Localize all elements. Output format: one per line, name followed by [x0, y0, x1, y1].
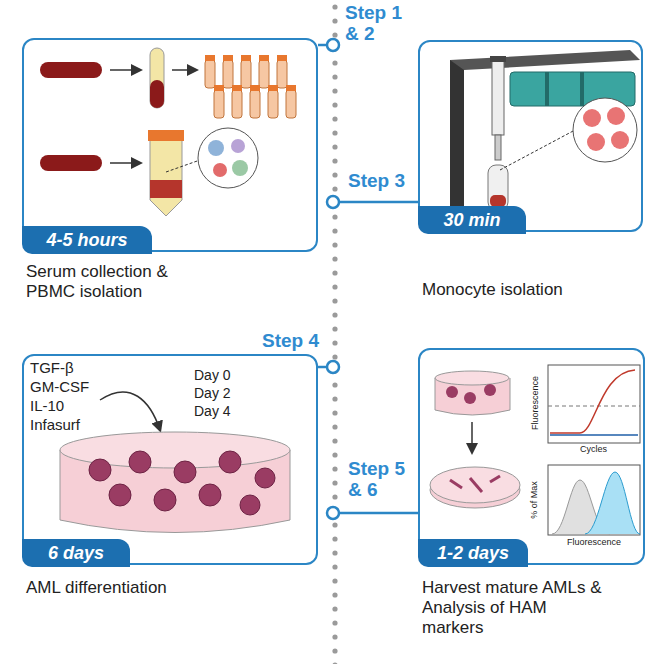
caption: Serum collection & PBMC isolation — [26, 262, 211, 302]
step-label: Step 4 — [262, 330, 319, 351]
day-label: Day 4 — [194, 402, 231, 420]
duration-badge: 4-5 hours — [22, 226, 152, 254]
duration-text: 30 min — [418, 206, 526, 234]
cytokine: IL-10 — [30, 396, 64, 415]
axis-label: Fluorescence — [567, 537, 621, 547]
day-label: Day 2 — [194, 384, 231, 402]
caption: Harvest mature AMLs & Analysis of HAM ma… — [422, 578, 612, 638]
duration-badge: 1-2 days — [418, 539, 528, 567]
duration-text: 4-5 hours — [22, 226, 152, 254]
step-panel: Serum collection & PBMC isolation4-5 hou… — [22, 38, 318, 252]
axis-label: Cycles — [580, 444, 607, 454]
duration-badge: 6 days — [22, 539, 130, 567]
caption: AML differentiation — [26, 578, 226, 598]
cytokine: GM-CSF — [30, 377, 89, 396]
axis-label: % of Max — [529, 481, 539, 519]
caption: Monocyte isolation — [422, 280, 622, 300]
step-label: Step 5 & 6 — [348, 458, 410, 500]
step-panel: Monocyte isolation30 min — [418, 40, 643, 232]
step-label: Step 1 & 2 — [345, 2, 407, 44]
step-panel: TGF-βGM-CSFIL-10InfasurfDay 0Day 2Day 4A… — [22, 354, 318, 565]
step-label: Step 3 — [348, 170, 405, 191]
day-label: Day 0 — [194, 366, 231, 384]
duration-text: 6 days — [22, 539, 130, 567]
duration-text: 1-2 days — [418, 539, 528, 567]
axis-label: Fluorescence — [530, 376, 540, 430]
cytokine: Infasurf — [30, 415, 80, 434]
duration-badge: 30 min — [418, 206, 526, 234]
cytokine: TGF-β — [30, 358, 74, 377]
